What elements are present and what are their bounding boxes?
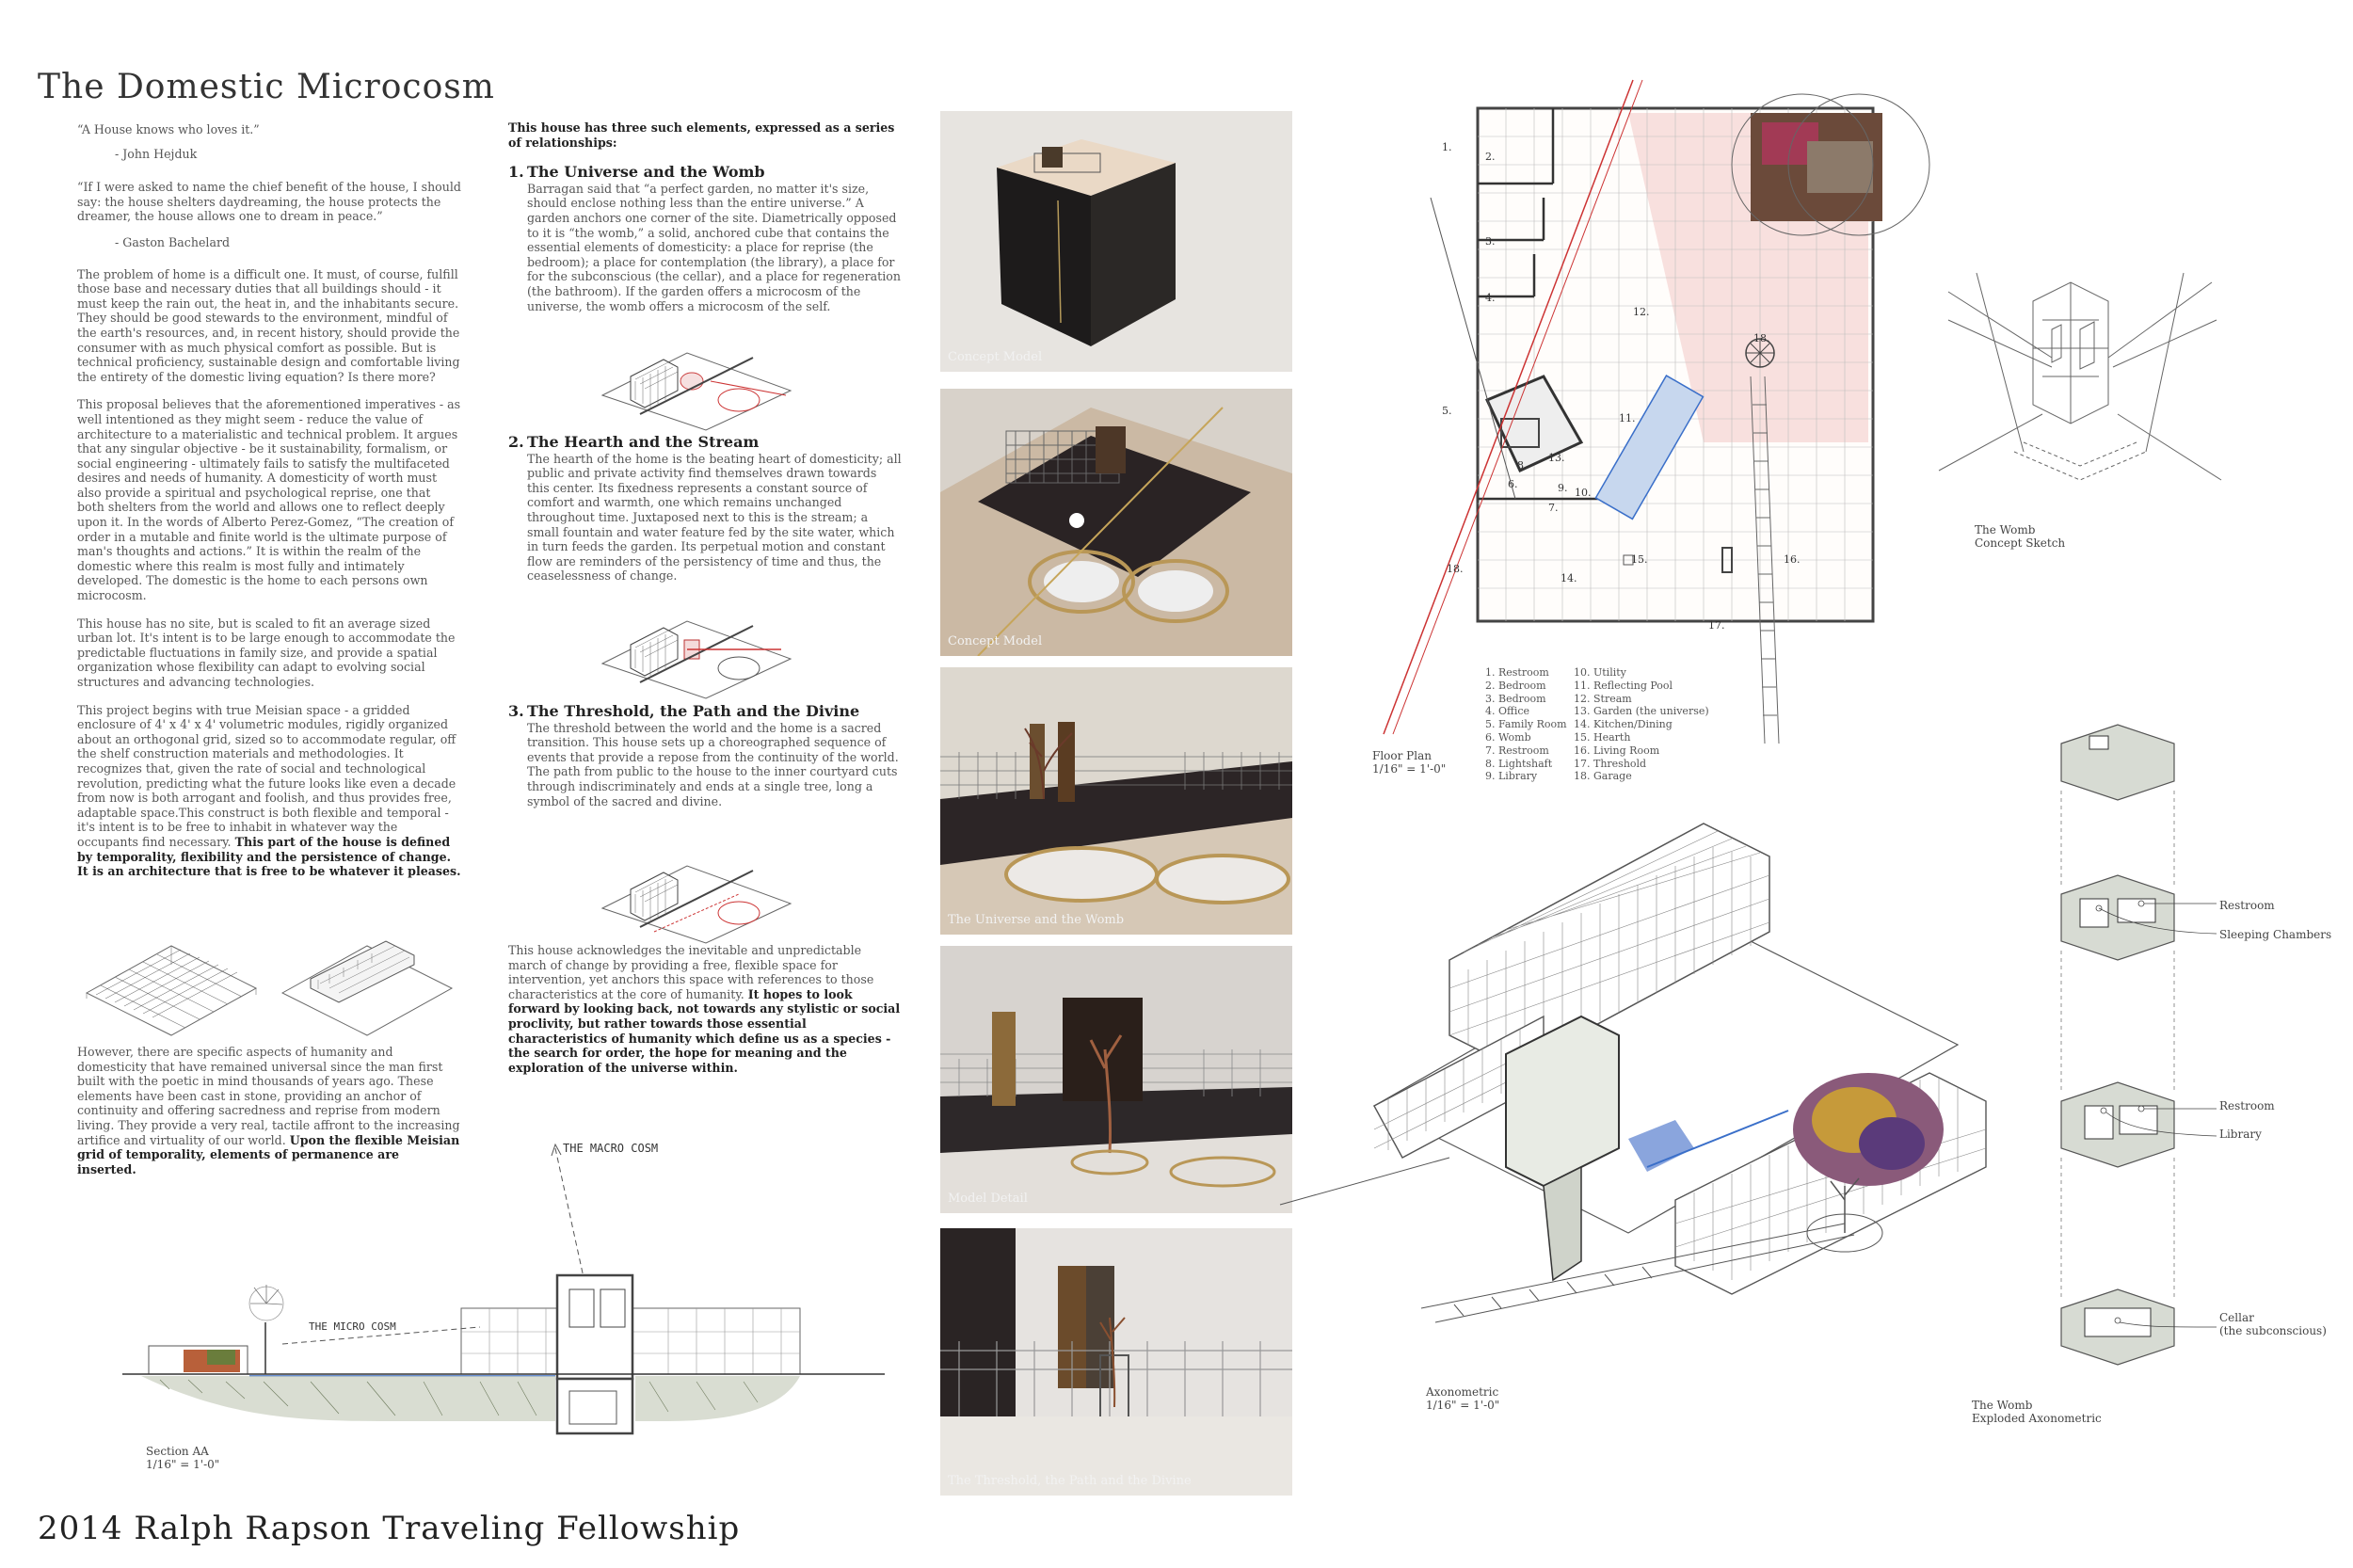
svg-text:17.: 17.: [1708, 619, 1725, 632]
quote-bachelard: “If I were asked to name the chief benef…: [77, 180, 461, 224]
exploded-label-sleeping-chambers: Sleeping Chambers: [2219, 928, 2332, 941]
photo-caption-4: Model Detail: [948, 1192, 1028, 1206]
section-aa-drawing: THE MACRO COSM THE MICRO COSM: [122, 1142, 885, 1435]
womb-concept-sketch: [1938, 272, 2222, 481]
photo-universe-womb: The Universe and the Womb: [940, 667, 1292, 935]
exploded-axonometric-drawing: [2060, 724, 2217, 1366]
element-section-3: 3.The Threshold, the Path and the Divine…: [508, 704, 902, 808]
svg-text:9.: 9.: [1558, 482, 1568, 494]
photo-model-detail: Model Detail: [940, 946, 1292, 1213]
elements-column: This house has three such elements, expr…: [508, 120, 902, 313]
intro-paragraph-3: This house has no site, but is scaled to…: [77, 616, 456, 689]
svg-text:13.: 13.: [1548, 452, 1565, 464]
fellowship-title: 2014 Ralph Rapson Traveling Fellowship: [38, 1510, 741, 1547]
svg-text:12.: 12.: [1633, 306, 1650, 318]
intro-paragraph-2: This proposal believes that the aforemen…: [77, 397, 461, 603]
svg-text:7.: 7.: [1548, 502, 1559, 514]
element-heading-2: 2.The Hearth and the Stream: [508, 433, 760, 451]
element-heading-3: 3.The Threshold, the Path and the Divine: [508, 702, 860, 720]
intro-paragraph-1: The problem of home is a difficult one. …: [77, 266, 460, 384]
photo-caption-2: Concept Model: [948, 634, 1043, 648]
intro-paragraph-4: This project begins with true Meisian sp…: [77, 703, 461, 879]
element-body-3: The threshold between the world and the …: [527, 720, 899, 808]
photo-caption-1: Concept Model: [948, 350, 1043, 364]
element-section-2: 2.The Hearth and the Stream The hearth o…: [508, 435, 902, 584]
floor-plan-drawing: 1. 2. 3. 4. 5. 6. 7. 8. 9. 10. 11. 12. 18. 18. 14. 1…: [1383, 79, 1930, 744]
exploded-label-library: Library: [2219, 1128, 2262, 1141]
diagram-threshold-path: [600, 865, 792, 944]
macrocosm-note: THE MACRO COSM: [563, 1142, 658, 1155]
svg-text:4.: 4.: [1485, 292, 1496, 304]
element-section-1: 1.The Universe and the Womb Barragan sai…: [508, 165, 902, 313]
intro-paragraph-4-text: This project begins with true Meisian sp…: [77, 702, 456, 849]
svg-text:8.: 8.: [1517, 459, 1528, 472]
photo-concept-model-2: Concept Model: [940, 389, 1292, 656]
svg-text:14.: 14.: [1561, 572, 1577, 584]
attribution-bachelard: - Gaston Bachelard: [115, 234, 231, 249]
element-body-1: Barragan said that “a perfect garden, no…: [527, 181, 901, 313]
axonometric-drawing: [1279, 823, 1987, 1323]
grid-diagram-l-shape: [280, 940, 454, 1036]
exploded-label-restroom-2: Restroom: [2219, 1099, 2275, 1112]
element-body-2: The hearth of the home is the beating he…: [527, 451, 902, 584]
photo-caption-3: The Universe and the Womb: [948, 913, 1125, 927]
svg-text:18.: 18.: [1753, 332, 1770, 344]
grid-diagram-flat: [85, 945, 258, 1036]
svg-text:5.: 5.: [1442, 405, 1452, 417]
intro-paragraph-5-block: However, there are specific aspects of h…: [77, 1045, 461, 1190]
closing-text: This house acknowledges the inevitable a…: [508, 943, 874, 1001]
element-section-3-block: 3.The Threshold, the Path and the Divine…: [508, 704, 902, 808]
svg-text:1.: 1.: [1442, 141, 1452, 153]
exploded-label-cellar: Cellar(the subconscious): [2219, 1311, 2327, 1337]
photo-caption-5: The Threshold, the Path and the Divine: [948, 1474, 1192, 1488]
diagram-universe-womb: [600, 352, 792, 431]
element-section-2-block: 2.The Hearth and the Stream The hearth o…: [508, 435, 902, 584]
photo-concept-model-1: Concept Model: [940, 111, 1292, 372]
quote-hejduk: “A House knows who loves it.”: [77, 122, 260, 136]
svg-text:11.: 11.: [1619, 412, 1636, 424]
svg-text:16.: 16.: [1784, 553, 1801, 566]
photo-threshold-path: The Threshold, the Path and the Divine: [940, 1228, 1292, 1496]
intro-paragraph-5: However, there are specific aspects of h…: [77, 1045, 461, 1176]
intro-column: “A House knows who loves it.” - John Hej…: [77, 122, 461, 892]
closing-emphasis: It hopes to look forward by looking back…: [508, 986, 901, 1075]
svg-text:10.: 10.: [1575, 487, 1592, 499]
exploded-label-restroom-1: Restroom: [2219, 899, 2275, 912]
attribution-hejduk: - John Hejduk: [115, 146, 198, 161]
diagram-hearth-stream: [600, 620, 792, 699]
svg-text:6.: 6.: [1508, 478, 1518, 490]
closing-paragraph: This house acknowledges the inevitable a…: [508, 943, 902, 1075]
closing-block: This house acknowledges the inevitable a…: [508, 943, 902, 1075]
intro-paragraph-4-emphasis: This part of the house is defined by tem…: [77, 834, 461, 879]
elements-intro: This house has three such elements, expr…: [508, 120, 895, 150]
svg-text:2.: 2.: [1485, 151, 1496, 163]
intro-paragraph-5-text: However, there are specific aspects of h…: [77, 1045, 460, 1147]
intro-paragraph-5-emphasis: Upon the flexible Meisian grid of tempor…: [77, 1132, 460, 1176]
element-heading-1: 1.The Universe and the Womb: [508, 163, 765, 182]
svg-text:18.: 18.: [1447, 563, 1464, 575]
svg-text:3.: 3.: [1485, 235, 1496, 248]
page-title: The Domestic Microcosm: [38, 68, 495, 106]
svg-text:15.: 15.: [1631, 553, 1648, 566]
microcosm-note: THE MICRO COSM: [309, 1320, 396, 1333]
